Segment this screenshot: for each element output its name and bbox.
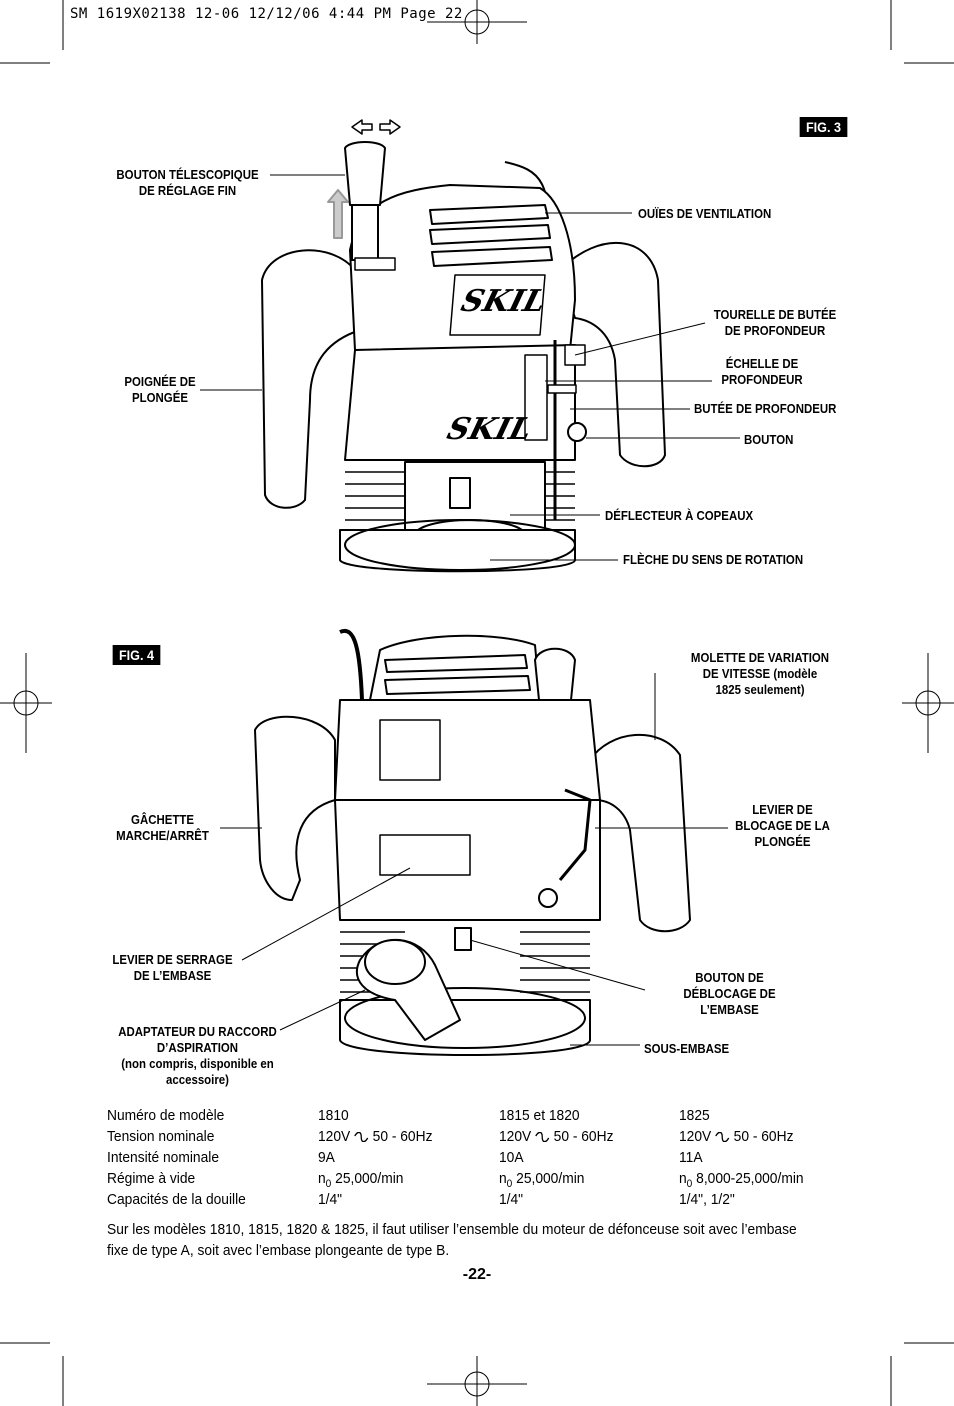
label-fine-adjust-knob: BOUTON TÉLESCOPIQUE DE RÉGLAGE FIN xyxy=(116,167,259,198)
ac-symbol-icon xyxy=(535,1132,550,1143)
ac-symbol-icon xyxy=(354,1132,369,1143)
spec-value: n0 8,000-25,000/min xyxy=(679,1170,804,1190)
label-sub-base: SOUS-EMBASE xyxy=(644,1041,730,1056)
fig3-router-illustration xyxy=(261,119,666,573)
spec-value: 1825 xyxy=(679,1107,710,1124)
label-trigger: GÂCHETTE MARCHE/ARRÊT xyxy=(116,812,209,843)
label-depth-stop: BUTÉE DE PROFONDEUR xyxy=(694,401,837,416)
label-base-release: BOUTON DE DÉBLOCAGE DE L’EMBASE xyxy=(683,970,776,1017)
spec-value: 11A xyxy=(679,1149,703,1166)
spec-value: 120V 50 - 60Hz xyxy=(499,1128,614,1145)
label-chip-deflector: DÉFLECTEUR À COPEAUX xyxy=(605,508,754,523)
spec-value: 1/4" xyxy=(318,1191,343,1208)
label-knob: BOUTON xyxy=(744,432,794,447)
spec-value: 1/4" xyxy=(499,1191,524,1208)
fig4-router-illustration xyxy=(254,628,691,1056)
fig4-tag: FIG. 4 xyxy=(112,645,161,665)
label-vents: OUÏES DE VENTILATION xyxy=(638,206,772,221)
label-rotation-arrow: FLÈCHE DU SENS DE ROTATION xyxy=(623,552,804,567)
page-number: -22- xyxy=(462,1266,492,1283)
spec-label: Numéro de modèle xyxy=(107,1107,225,1124)
spec-label: Régime à vide xyxy=(107,1170,196,1187)
spec-value: 10A xyxy=(499,1149,524,1166)
skil-logo-top: SKIL xyxy=(457,284,550,319)
spec-label: Tension nominale xyxy=(107,1128,215,1145)
spec-label: Capacités de la douille xyxy=(107,1191,246,1208)
fig3-tag: FIG. 3 xyxy=(799,117,848,137)
label-base-clamp: LEVIER DE SERRAGE DE L’EMBASE xyxy=(112,952,233,983)
ac-symbol-icon xyxy=(715,1132,730,1143)
spec-value: 120V 50 - 60Hz xyxy=(318,1128,433,1145)
label-depth-scale: ÉCHELLE DE PROFONDEUR xyxy=(721,356,803,387)
spec-value: 1810 xyxy=(318,1107,349,1124)
spec-value: 1/4", 1/2" xyxy=(679,1191,735,1208)
label-plunge-handle: POIGNÉE DE PLONGÉE xyxy=(124,374,196,405)
label-dust-adapter: ADAPTATEUR DU RACCORD D’ASPIRATION (non … xyxy=(118,1024,277,1087)
spec-value: 1815 et 1820 xyxy=(499,1107,580,1124)
spec-label: Intensité nominale xyxy=(107,1149,220,1166)
label-plunge-lock: LEVIER DE BLOCAGE DE LA PLONGÉE xyxy=(735,802,830,849)
print-header: SM 1619X02138 12-06 12/12/06 4:44 PM Pag… xyxy=(70,6,463,22)
leader-lines xyxy=(200,174,740,1046)
skil-logo-mid: SKIL xyxy=(443,412,536,447)
spec-value: 120V 50 - 60Hz xyxy=(679,1128,794,1145)
spec-value: n0 25,000/min xyxy=(318,1170,404,1190)
label-speed-dial: MOLETTE DE VARIATION DE VITESSE (modèle … xyxy=(690,650,830,697)
spec-value: n0 25,000/min xyxy=(499,1170,585,1190)
note-paragraph: Sur les modèles 1810, 1815, 1820 & 1825,… xyxy=(107,1221,797,1259)
spec-value: 9A xyxy=(318,1149,335,1166)
label-depth-turret: TOURELLE DE BUTÉE DE PROFONDEUR xyxy=(713,307,837,338)
